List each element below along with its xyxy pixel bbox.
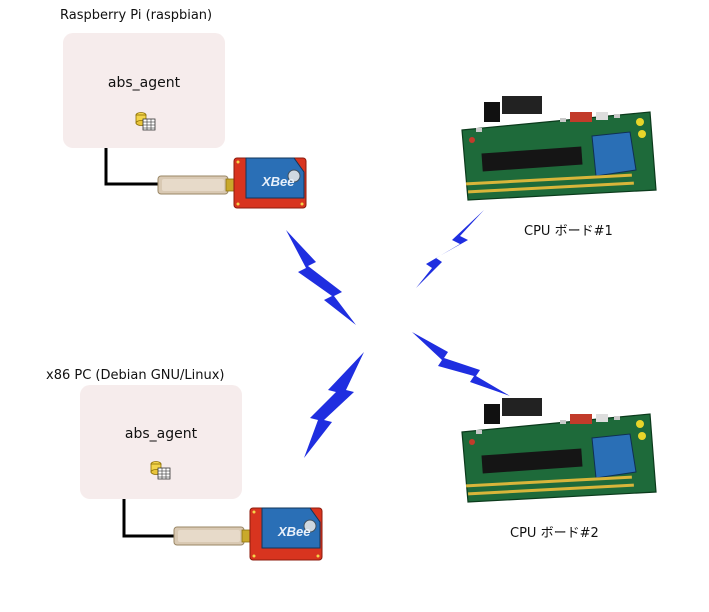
raspberry-agent-box: abs_agent bbox=[63, 33, 225, 148]
database-table-icon bbox=[135, 111, 157, 135]
xbee-top-text: XBee bbox=[261, 174, 295, 189]
lightning-bolt-icon bbox=[286, 230, 356, 325]
xbee-bottom-text: XBee bbox=[277, 524, 311, 539]
cpu-board-1-label: CPU ボード#1 bbox=[524, 224, 613, 239]
lightning-bolt-icon bbox=[412, 332, 510, 396]
raspberry-pi-title: Raspberry Pi (raspbian) bbox=[60, 8, 213, 23]
xbee-module-icon: XBee bbox=[249, 507, 323, 561]
lightning-bolt-icon bbox=[304, 352, 364, 458]
lightning-bolt-icon bbox=[416, 210, 484, 288]
x86-agent-name: abs_agent bbox=[124, 426, 198, 442]
xbee-module-icon: XBee bbox=[233, 157, 307, 209]
usb-cable-top bbox=[104, 148, 237, 195]
x86-pc-title: x86 PC (Debian GNU/Linux) bbox=[46, 368, 225, 383]
usb-cable-bottom bbox=[122, 499, 253, 546]
cpu-board-2-label: CPU ボード#2 bbox=[510, 526, 599, 541]
pcb-board-icon bbox=[461, 398, 657, 503]
pcb-board-icon bbox=[461, 96, 657, 201]
raspberry-agent-name: abs_agent bbox=[107, 75, 181, 91]
x86-agent-box: abs_agent bbox=[80, 385, 242, 499]
database-table-icon bbox=[150, 460, 172, 484]
